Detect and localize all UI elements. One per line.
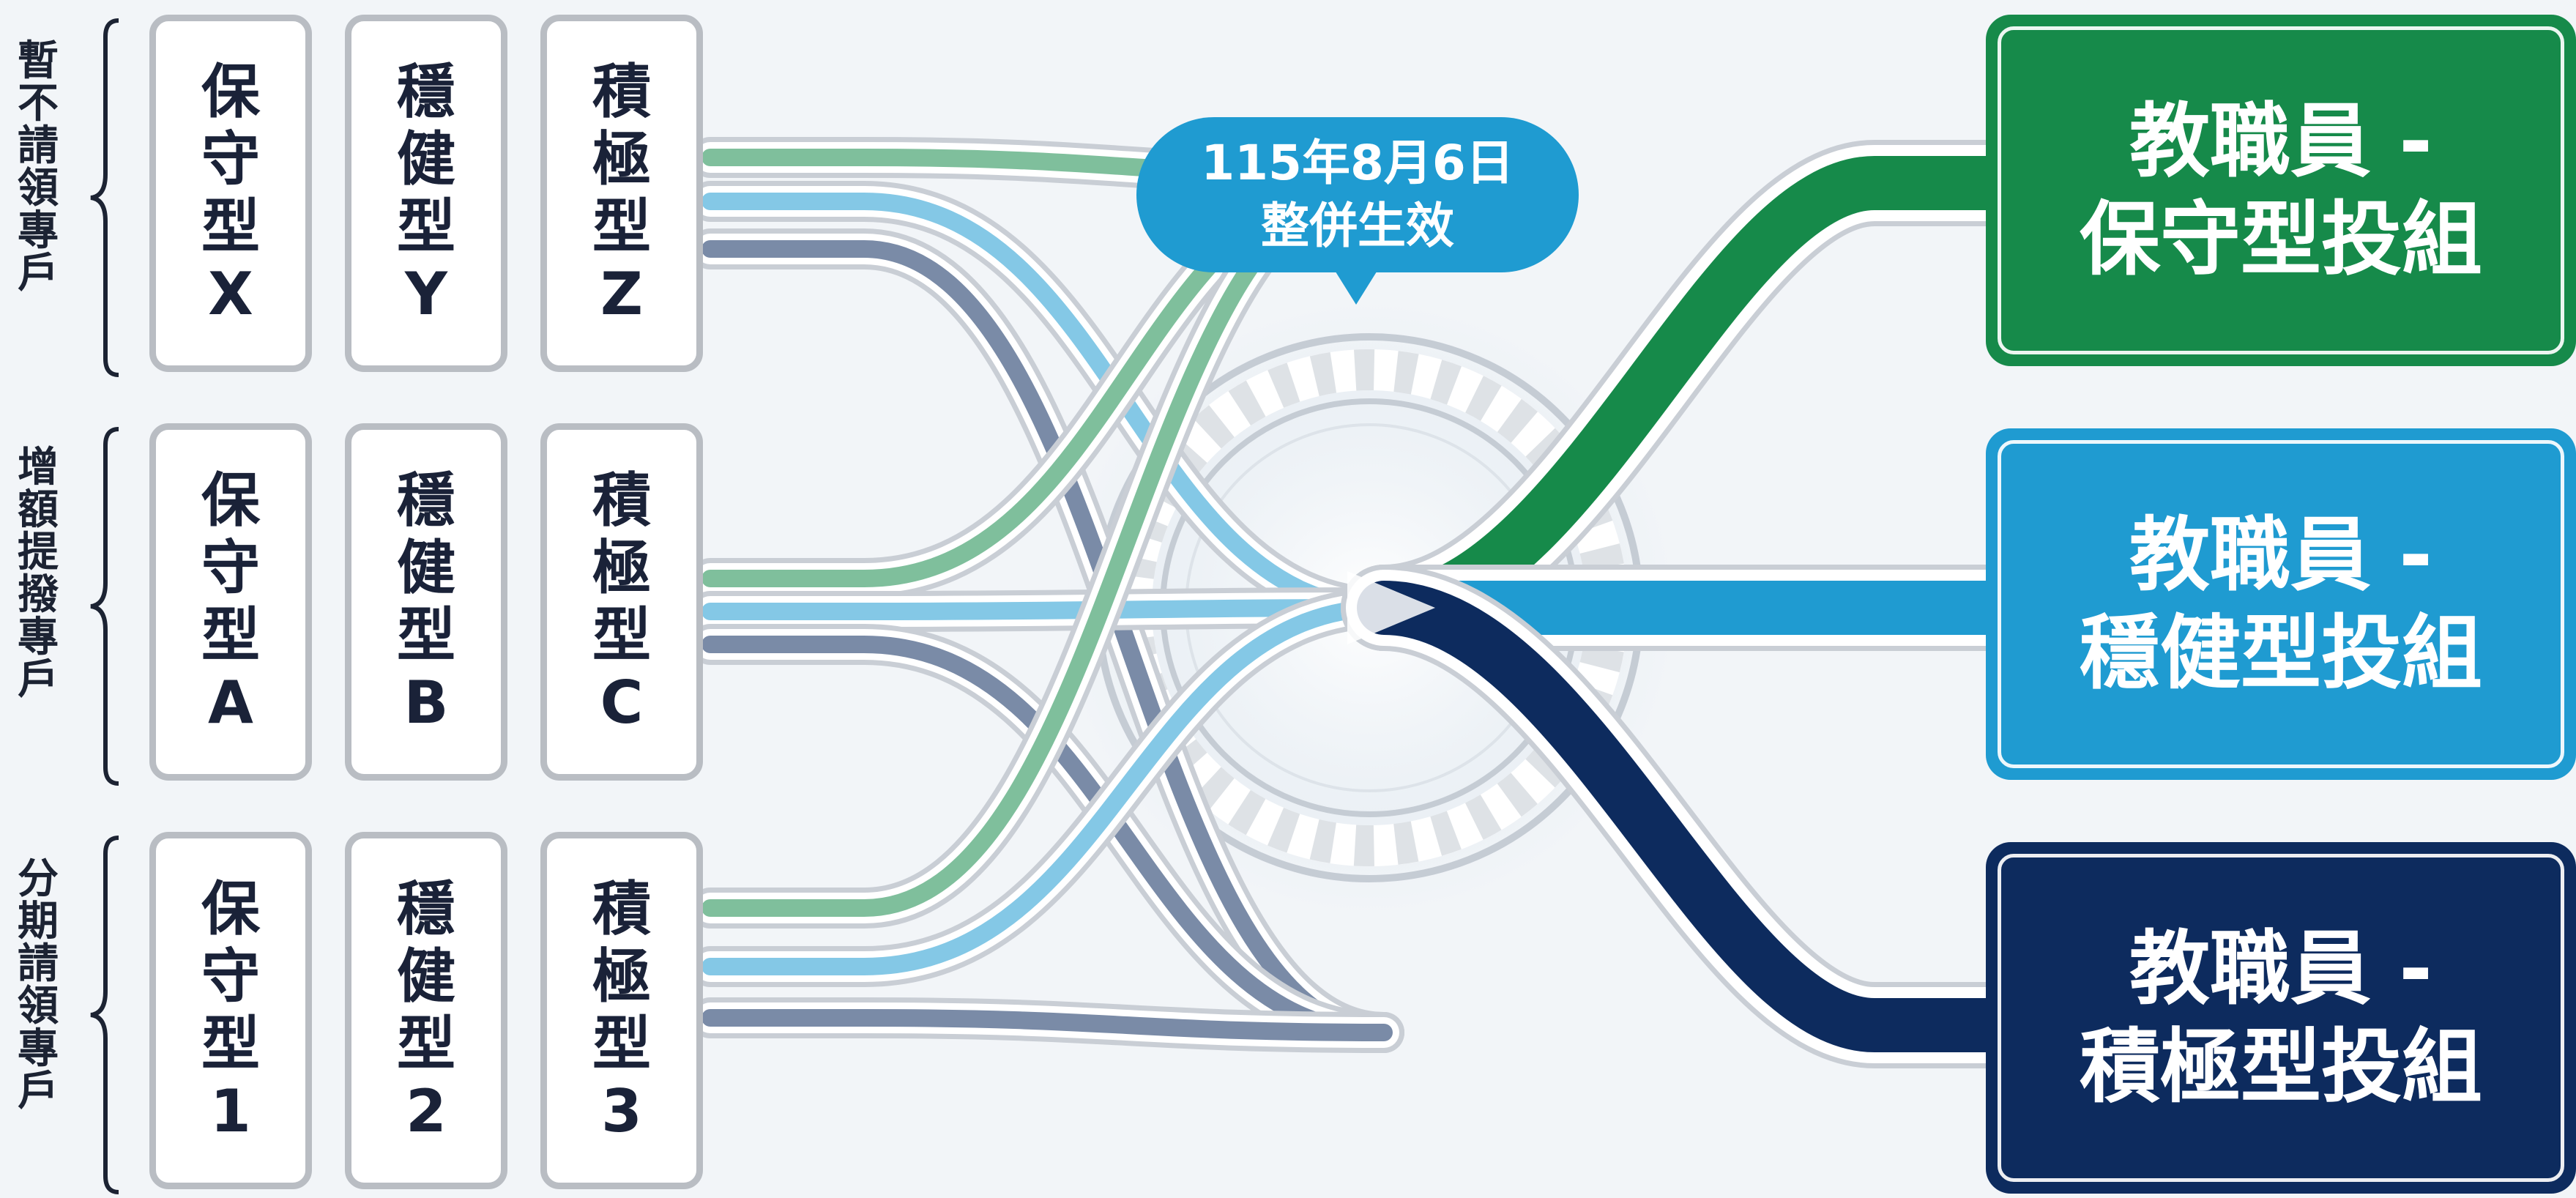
target-label: 教職員 - 積極型投組 [2065,920,2497,1116]
target-box-aggressive: 教職員 - 積極型投組 [1986,842,2576,1194]
target-label: 教職員 - 穩健型投組 [2065,506,2497,702]
fund-label: 穩健型2 [397,875,455,1145]
target-box-conservative: 教職員 - 保守型投組 [1986,15,2576,366]
merge-date-callout: 115年8月6日 整併生效 [1136,117,1579,272]
fund-lane-aggressive [701,636,1393,1041]
callout-pointer [1334,269,1378,305]
fund-box-aggressive-z: 積極型Z [540,15,703,372]
merge-note: 整併生效 [1261,198,1454,254]
fund-label: 保守型1 [201,875,260,1145]
group-brace-deferred [90,18,119,377]
group-label-additional: 增額提撥專戶 [18,444,59,704]
fund-label: 積極型Z [592,58,651,328]
fund-box-balanced-b: 穩健型B [345,423,507,781]
target-inner-border [1998,854,2564,1182]
fund-box-aggressive-3: 積極型3 [540,832,703,1189]
fund-label: 穩健型Y [397,58,455,328]
fund-box-conservative-a: 保守型A [149,423,312,781]
fund-box-balanced-2: 穩健型2 [345,832,507,1189]
target-label: 教職員 - 保守型投組 [2065,92,2497,289]
target-label-line1: 教職員 - [2129,508,2432,602]
fund-box-conservative-x: 保守型X [149,15,312,372]
fund-box-aggressive-c: 積極型C [540,423,703,781]
target-label-line2: 積極型投組 [2080,1020,2482,1114]
fund-label: 穩健型B [397,466,455,737]
fund-label: 積極型3 [592,875,651,1145]
fund-box-balanced-y: 穩健型Y [345,15,507,372]
group-brace-installment [90,836,119,1194]
fund-label: 保守型X [201,58,260,328]
target-label-line1: 教職員 - [2129,94,2432,188]
merge-point-arrow [1347,571,1435,644]
group-label-deferred: 暫不請領專戶 [18,37,59,297]
fund-lane-aggressive [701,1009,1393,1041]
fund-label: 保守型A [201,466,260,737]
fund-lane-balanced [701,599,1393,975]
target-label-line2: 保守型投組 [2080,193,2482,286]
group-label-installment: 分期請領專戶 [18,855,59,1115]
fund-box-conservative-1: 保守型1 [149,832,312,1189]
target-inner-border [1998,440,2564,768]
outflow-aggressive [1357,581,2019,1052]
merge-date: 115年8月6日 [1201,135,1514,191]
group-brace-additional [90,427,119,786]
target-inner-border [1998,26,2564,354]
target-label-line2: 穩健型投組 [2080,606,2482,700]
target-label-line1: 教職員 - [2129,922,2432,1016]
target-box-balanced: 教職員 - 穩健型投組 [1986,428,2576,780]
fund-label: 積極型C [592,466,651,737]
